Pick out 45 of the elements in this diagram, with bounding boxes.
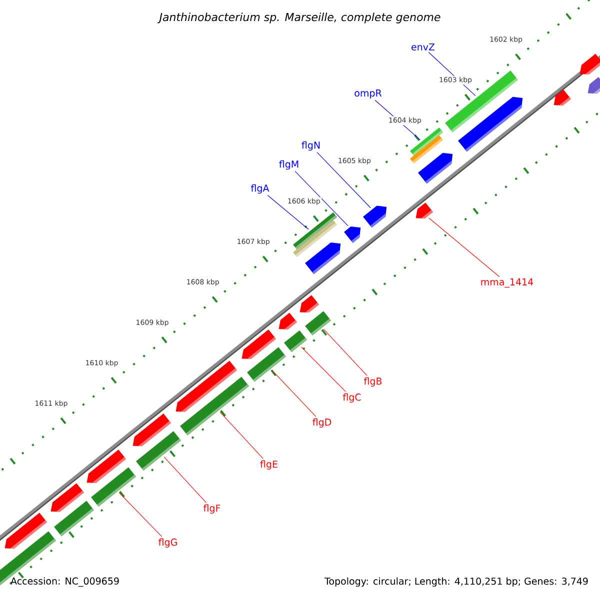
- gene-label: flgG: [158, 538, 177, 548]
- gene-block: [418, 152, 453, 184]
- gene-bar: [293, 212, 337, 257]
- gene-block: [300, 295, 319, 313]
- gene-bar: [305, 311, 331, 336]
- footer-text: Accession: NC_009659: [10, 577, 119, 587]
- gene-block: [554, 90, 571, 106]
- gene-block: [132, 414, 171, 446]
- gene-block: [176, 360, 237, 412]
- gene-label: mma_1414: [481, 278, 534, 288]
- gene-label: flgM: [279, 160, 298, 170]
- leader-line: [118, 492, 162, 537]
- leader-line: [220, 412, 264, 459]
- gene-label: envZ: [412, 43, 435, 51]
- leader-line: [428, 218, 500, 278]
- title: Janthinobacterium sp. Marseille, complete genome: [157, 12, 440, 24]
- gene-block: [4, 512, 47, 549]
- gene-block: [86, 450, 126, 483]
- footer-text: Topology: circular; Length: 4,110,251 bp; Genes: 3,749: [324, 577, 588, 587]
- leader-line: [294, 170, 348, 226]
- gene-block: [242, 330, 276, 359]
- gene-block: [305, 242, 341, 274]
- leader-line: [164, 456, 207, 503]
- leader-line: [267, 194, 309, 230]
- gene-bar: [284, 330, 307, 352]
- gene-block: [588, 76, 600, 94]
- leader-line: [301, 346, 346, 392]
- gene-bar: [410, 128, 443, 164]
- gene-block: [580, 54, 600, 74]
- leader-line: [272, 370, 316, 417]
- gene-block: [50, 483, 84, 512]
- gene-label: ompR: [354, 90, 382, 98]
- gene-label: flgC: [342, 393, 361, 403]
- gene-label: flgB: [364, 377, 382, 387]
- gene-label: flgN: [302, 141, 320, 151]
- gene-label: flgD: [312, 418, 332, 428]
- gene-label: flgE: [260, 460, 278, 470]
- gene-label: flgF: [203, 504, 220, 514]
- gene-block: [416, 202, 433, 218]
- gene-block: [344, 226, 361, 243]
- leader-line: [323, 328, 368, 376]
- gene-block: [278, 312, 297, 330]
- gene-block: [363, 206, 387, 228]
- leader-line: [316, 152, 371, 208]
- gene-label: flgA: [250, 184, 270, 194]
